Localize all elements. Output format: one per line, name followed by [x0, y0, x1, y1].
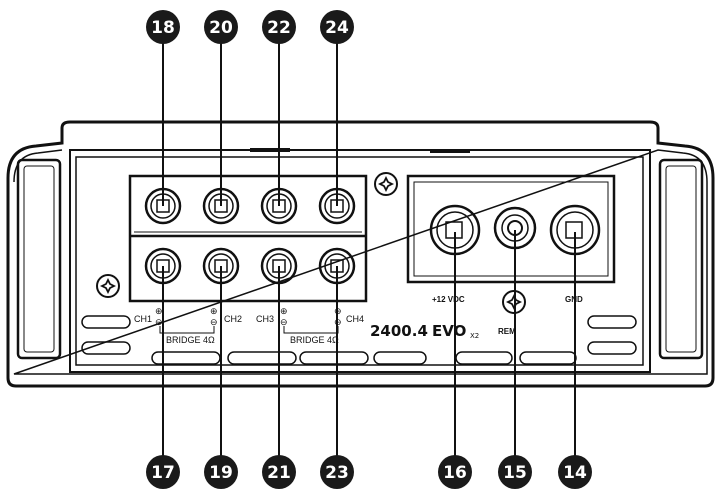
polarity-plus-icon: ⊕: [155, 306, 163, 316]
callout-22-label: 22: [267, 18, 291, 38]
ch1-label: CH1: [134, 314, 152, 324]
callout-17: 17: [146, 455, 180, 489]
callout-16: 16: [438, 455, 472, 489]
callout-24: 24: [320, 10, 354, 44]
callout-17-label: 17: [151, 463, 175, 483]
speaker-terminals-top-row: [144, 187, 356, 225]
polarity-minus-icon: ⊖: [280, 317, 288, 327]
speaker-terminal-block: [128, 174, 368, 303]
bridge-label-ch3-ch4: BRIDGE 4Ω: [290, 335, 339, 345]
channel-labels: CH1 CH2 CH3 CH4 ⊕ ⊖ ⊕ ⊖ ⊕ ⊖ ⊕ ⊖ BRIDGE 4…: [134, 306, 364, 345]
bridge-label-ch1-ch2: BRIDGE 4Ω: [166, 335, 215, 345]
callout-19: 19: [204, 455, 238, 489]
ground-label: GND: [565, 295, 583, 304]
remote-label: REM: [498, 327, 516, 336]
callout-22: 22: [262, 10, 296, 44]
plus12v-label: +12 VDC: [432, 295, 465, 304]
polarity-plus-icon: ⊕: [210, 306, 218, 316]
callout-15: 15: [498, 455, 532, 489]
callout-18-label: 18: [151, 18, 175, 38]
model-suffix: EVO: [432, 322, 466, 340]
polarity-minus-icon: ⊖: [210, 317, 218, 327]
callout-14-label: 14: [563, 463, 587, 483]
model-logo: 2400.4 EVO X2: [370, 322, 479, 340]
ch4-label: CH4: [346, 314, 364, 324]
mounting-screw-icon: [374, 172, 398, 196]
ch2-label: CH2: [224, 314, 242, 324]
callout-19-label: 19: [209, 463, 233, 483]
model-subscript: X2: [470, 332, 479, 340]
callout-23-label: 23: [325, 463, 349, 483]
polarity-minus-icon: ⊖: [155, 317, 163, 327]
callout-20: 20: [204, 10, 238, 44]
callout-18: 18: [146, 10, 180, 44]
callout-23: 23: [320, 455, 354, 489]
amplifier-housing: [6, 120, 715, 388]
callout-15-label: 15: [503, 463, 527, 483]
callout-24-label: 24: [325, 18, 349, 38]
callout-21-label: 21: [267, 463, 291, 483]
leader-lines: [162, 42, 576, 456]
model-name: 2400.4: [370, 322, 428, 340]
ch3-label: CH3: [256, 314, 274, 324]
polarity-plus-icon: ⊕: [334, 306, 342, 316]
mounting-screw-icon: [96, 274, 120, 298]
power-terminal-block: [406, 174, 616, 284]
polarity-plus-icon: ⊕: [280, 306, 288, 316]
callout-20-label: 20: [209, 18, 233, 38]
callout-14: 14: [558, 455, 592, 489]
callout-21: 21: [262, 455, 296, 489]
polarity-minus-icon: ⊖: [334, 317, 342, 327]
callout-numbers: 18 20 22 24 17 19 21 23 16 15 14: [146, 10, 592, 489]
callout-16-label: 16: [443, 463, 467, 483]
